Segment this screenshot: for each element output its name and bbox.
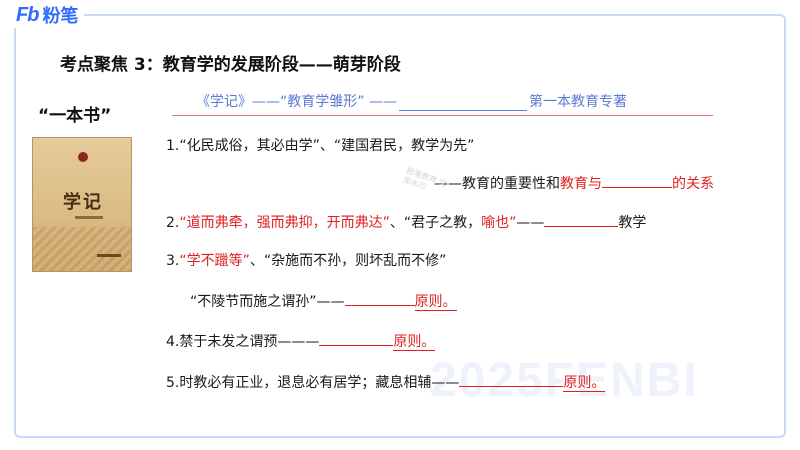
item-5: 5.时教必有正业，退息必有居学；藏息相辅——原则。 bbox=[166, 372, 606, 392]
header-right: 第一本教育专著 bbox=[528, 94, 627, 110]
item-3: 3.“学不躐等”、“杂施而不孙，则坏乱而不修” bbox=[166, 253, 447, 269]
slide-frame bbox=[14, 14, 786, 438]
header-blank bbox=[398, 96, 527, 111]
brand-logo: Fb 粉笔 bbox=[10, 2, 85, 28]
item-1: 1.“化民成俗，其必由学”、“建国君民，教学为先” bbox=[166, 138, 475, 154]
item-4: 4.禁于未发之谓预———原则。 bbox=[166, 331, 436, 351]
brand-name: 粉笔 bbox=[42, 6, 79, 27]
book-cover-image: 学记 bbox=[32, 137, 132, 272]
fenbi-logo-icon: Fb bbox=[16, 3, 39, 26]
landscape-illustration bbox=[33, 227, 131, 271]
book-cover-title: 学记 bbox=[63, 192, 103, 213]
header-rule bbox=[172, 115, 713, 116]
page-title: 考点聚焦 3：教育学的发展阶段——萌芽阶段 bbox=[60, 55, 401, 75]
header-left: 《学记》——“教育学雏形” —— bbox=[196, 94, 397, 110]
item-1-explanation: ——教育的重要性和教育与的关系 bbox=[434, 173, 714, 193]
blank-field bbox=[602, 173, 672, 188]
blank-field bbox=[459, 372, 564, 387]
seal-icon bbox=[78, 152, 88, 162]
book-label: “一本书” bbox=[38, 106, 112, 126]
blank-field bbox=[319, 331, 394, 346]
item-2: 2.“道而弗牵，强而弗抑，开而弗达”、“君子之教，喻也”——教学 bbox=[166, 212, 646, 232]
watermark: 2025FENBI bbox=[430, 354, 699, 407]
blank-field bbox=[344, 291, 415, 306]
item-3-principle: “不陵节而施之谓孙”——原则。 bbox=[190, 291, 457, 311]
header-line: 《学记》——“教育学雏形” —— 第一本教育专著 bbox=[196, 91, 627, 111]
blank-field bbox=[544, 212, 619, 227]
